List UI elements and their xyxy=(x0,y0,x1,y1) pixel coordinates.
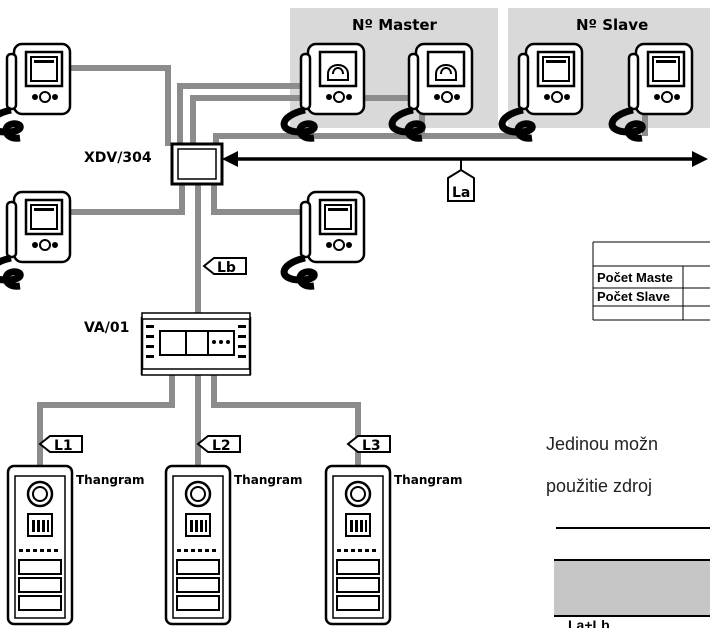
lb-tag: Lb xyxy=(202,257,247,276)
xdv-304-distributor xyxy=(170,142,224,186)
thangram-label-1: Thangram xyxy=(76,473,144,487)
paragraph-line-2: použitie zdroj xyxy=(546,476,653,496)
la-tag: La xyxy=(447,168,475,202)
monitor-center xyxy=(284,192,364,286)
master-group-title: Nº Master xyxy=(352,16,438,34)
thangram-panel-2 xyxy=(164,464,232,626)
l2-label: L2 xyxy=(212,438,231,454)
l3-label: L3 xyxy=(362,438,381,454)
l1-label: L1 xyxy=(54,438,73,454)
xdv-label: XDV/304 xyxy=(84,150,152,166)
table-row-master-count: Počet Maste xyxy=(597,270,673,285)
la-label: La xyxy=(452,185,470,201)
va-label: VA/01 xyxy=(84,320,129,336)
lb-label: Lb xyxy=(217,260,236,276)
monitor-left-top xyxy=(0,44,70,138)
bottom-table-row-la-lb: La+Lb xyxy=(568,617,610,628)
table-row-slave-count: Počet Slave xyxy=(597,289,670,304)
l1-tag: L1 xyxy=(38,435,83,454)
la-arrow xyxy=(222,151,708,178)
va-01-power-supply xyxy=(140,312,252,376)
thangram-label-3: Thangram xyxy=(394,473,462,487)
l2-tag: L2 xyxy=(196,435,241,454)
thangram-panel-1 xyxy=(6,464,74,626)
table-lines xyxy=(592,241,710,321)
bottom-table-header-fill xyxy=(554,560,710,616)
paragraph-line-1: Jedinou možn xyxy=(546,434,659,454)
thangram-panel-3 xyxy=(324,464,392,626)
thangram-label-2: Thangram xyxy=(234,473,302,487)
slave-group-title: Nº Slave xyxy=(576,16,648,34)
monitor-left-middle xyxy=(0,192,70,286)
l3-tag: L3 xyxy=(346,435,391,454)
